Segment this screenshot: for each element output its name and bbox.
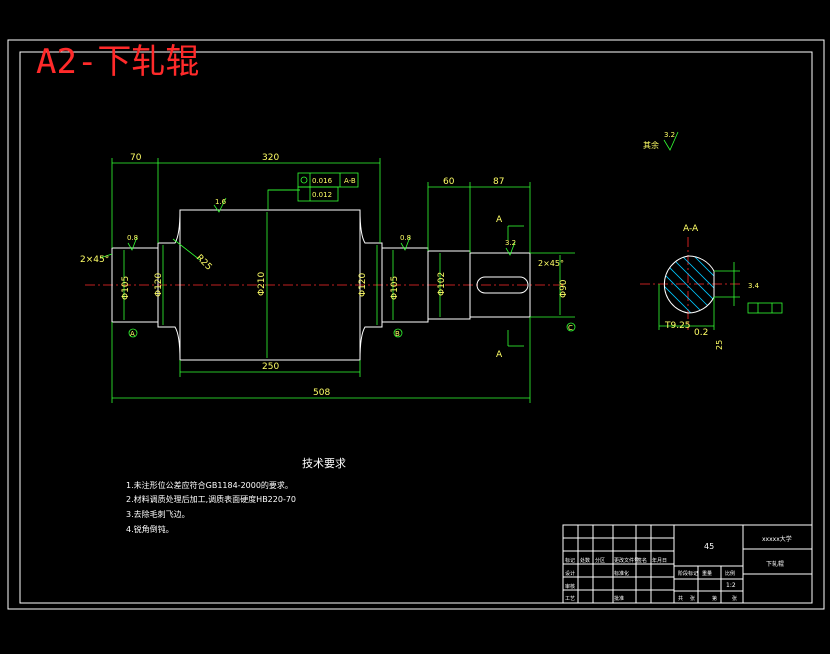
section-dim-25: 25: [715, 340, 724, 350]
svg-text:更改文件号: 更改文件号: [614, 557, 639, 564]
section-label: A-A: [683, 224, 699, 234]
drawing-title: A2-下轧辊: [36, 42, 199, 82]
svg-text:张: 张: [690, 595, 695, 602]
title-block: 45 xxxxx大学 下轧辊 1:2 标记 处数 分区 更改文件号 签名 年月日…: [562, 524, 813, 604]
svg-text:标准化: 标准化: [614, 570, 629, 577]
svg-text:处数: 处数: [580, 557, 590, 564]
dimension-text: 70 320 60 87 250 508 Φ210 Φ120 Φ120 Φ105…: [80, 153, 569, 398]
roughness-symbols: 1.6 0.8 0.8 3.2 3.2: [127, 131, 679, 256]
tech-req-item: 4.锐角倒钝。: [126, 524, 174, 534]
svg-text:0.8: 0.8: [400, 234, 411, 242]
dim-r25: R25: [194, 253, 214, 273]
title-block-material: 45: [704, 542, 714, 551]
svg-text:3.2: 3.2: [505, 239, 516, 247]
dim-dia102: Φ102: [437, 272, 447, 296]
title-block-scale: 1:2: [726, 582, 736, 589]
tech-req-item: 3.去除毛刺飞边。: [126, 509, 190, 519]
tech-req-heading: 技术要求: [302, 457, 346, 470]
dim-dia105-right: Φ105: [390, 276, 400, 300]
tech-req-item: 1.未注形位公差应符合GB1184-2000的要求。: [126, 480, 293, 490]
svg-text:A: A: [496, 350, 503, 360]
outer-frame: [7, 39, 825, 610]
svg-text:比例: 比例: [725, 570, 735, 577]
svg-text:A: A: [496, 215, 503, 225]
dim-320: 320: [262, 153, 279, 163]
dim-dia120-right: Φ120: [358, 272, 368, 297]
section-key-width: T9.25: [664, 321, 691, 331]
dim-508: 508: [313, 388, 330, 398]
dim-dia120-left: Φ120: [154, 272, 164, 297]
runout-datum: A-B: [344, 177, 356, 185]
svg-text:标记: 标记: [565, 557, 575, 564]
dim-dia105-left: Φ105: [121, 276, 131, 300]
datum-markers: A B C: [128, 322, 576, 338]
svg-text:第: 第: [712, 595, 717, 602]
dim-dia210: Φ210: [257, 271, 267, 296]
svg-text:工艺: 工艺: [565, 596, 575, 602]
svg-text:1.6: 1.6: [215, 198, 227, 206]
svg-text:共: 共: [678, 595, 683, 602]
svg-text:3.2: 3.2: [664, 131, 675, 139]
dim-chamfer-left: 2×45°: [80, 255, 109, 265]
dim-dia90: Φ90: [559, 279, 569, 298]
svg-text:批准: 批准: [614, 595, 624, 602]
dim-70: 70: [130, 153, 142, 163]
dimension-lines: [99, 158, 575, 403]
svg-text:C: C: [568, 324, 573, 332]
section-key-depth: 0.2: [694, 328, 708, 338]
inner-frame: [19, 51, 813, 604]
dim-60: 60: [443, 177, 455, 187]
tolerance-frames: 0.016 A-B 0.012: [297, 172, 359, 202]
svg-text:A: A: [130, 330, 135, 338]
technical-requirements: 技术要求 1.未注形位公差应符合GB1184-2000的要求。 2.材料调质处理…: [126, 457, 346, 534]
flatness-value: 0.012: [312, 191, 332, 199]
svg-text:阶段标记: 阶段标记: [678, 570, 698, 577]
keyway-slot: [476, 276, 529, 294]
section-view-a-a: A-A T9.25 0.2 3.4 25: [640, 224, 783, 350]
dim-chamfer-right: 2×45°: [538, 259, 564, 268]
svg-text:审核: 审核: [565, 583, 575, 590]
svg-text:设计: 设计: [565, 570, 575, 577]
title-block-part-name: 下轧辊: [766, 560, 784, 568]
surface-finish-other: 其余: [643, 140, 659, 150]
tech-req-item: 2.材料调质处理后加工,调质表面硬度HB220-70: [126, 494, 296, 504]
section-cut-marks: A A: [496, 215, 524, 360]
dim-87: 87: [493, 177, 504, 187]
svg-text:年月日: 年月日: [652, 557, 667, 564]
section-dim-3-4: 3.4: [748, 282, 760, 290]
svg-text:0.8: 0.8: [127, 234, 138, 242]
svg-text:张: 张: [732, 595, 737, 602]
runout-value: 0.016: [312, 177, 333, 185]
svg-text:重量: 重量: [702, 570, 712, 577]
shaft-outline: [111, 209, 531, 361]
svg-text:B: B: [395, 330, 400, 338]
title-block-school: xxxxx大学: [762, 535, 792, 543]
svg-text:签名: 签名: [637, 557, 647, 564]
svg-text:分区: 分区: [595, 557, 605, 564]
dim-250: 250: [262, 362, 279, 372]
